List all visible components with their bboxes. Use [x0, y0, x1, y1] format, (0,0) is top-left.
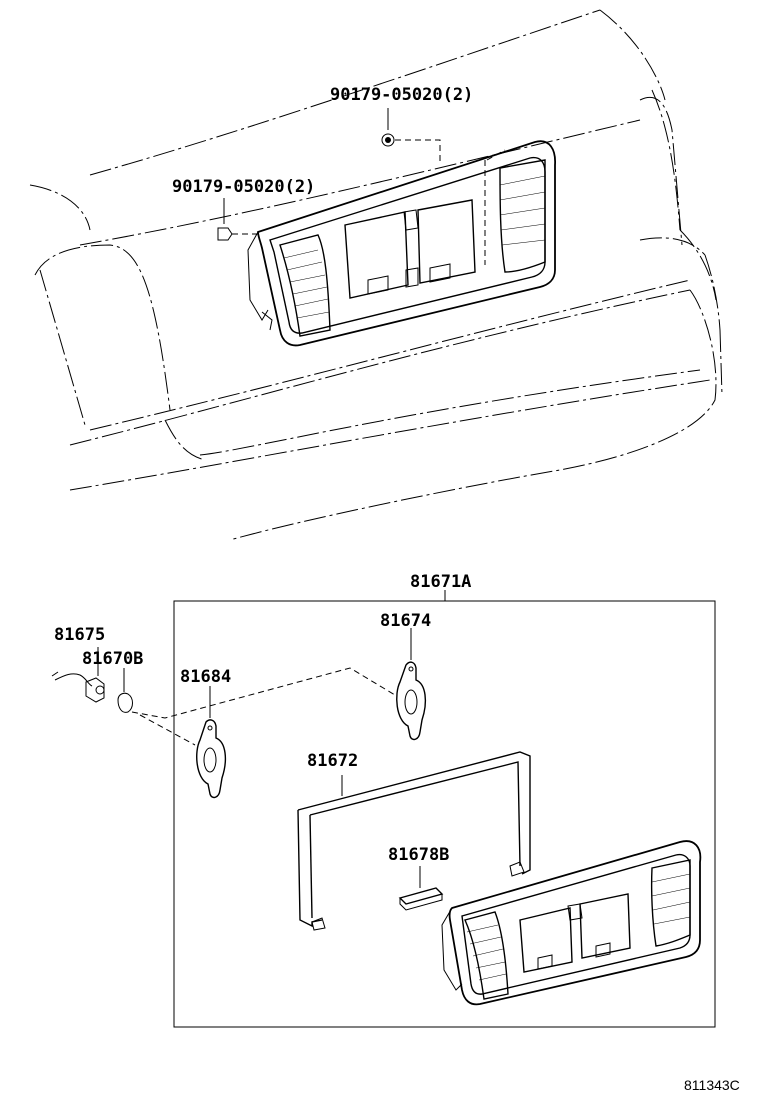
- gasket: [297, 751, 531, 931]
- figure-code: 811343C: [684, 1077, 740, 1093]
- callout-garnish-assy: 81671A: [410, 572, 471, 592]
- callout-socket: 81675: [54, 625, 105, 645]
- lens-left: [196, 686, 227, 799]
- lens-right: [396, 628, 427, 741]
- clip-lower: [217, 198, 258, 241]
- clip-upper: [381, 108, 441, 165]
- lamp-cover: [398, 866, 444, 911]
- callout-lamp-cover: 81678B: [388, 845, 449, 865]
- bulb: [117, 668, 133, 713]
- assembly-box: [173, 600, 716, 1028]
- callout-gasket: 81672: [307, 751, 358, 771]
- callout-lens-right: 81674: [380, 611, 431, 631]
- callout-lens-left: 81684: [180, 667, 231, 687]
- installed-garnish-assembly: [247, 140, 556, 347]
- callout-clip-lower: 90179-05020(2): [172, 177, 315, 197]
- callout-bulb: 81670B: [82, 649, 143, 669]
- callout-clip-upper: 90179-05020(2): [330, 85, 473, 105]
- exploded-view: [51, 590, 716, 1028]
- vehicle-rear-outline: [29, 9, 723, 541]
- socket-and-wire: [51, 647, 105, 703]
- garnish-exploded: [441, 840, 702, 1006]
